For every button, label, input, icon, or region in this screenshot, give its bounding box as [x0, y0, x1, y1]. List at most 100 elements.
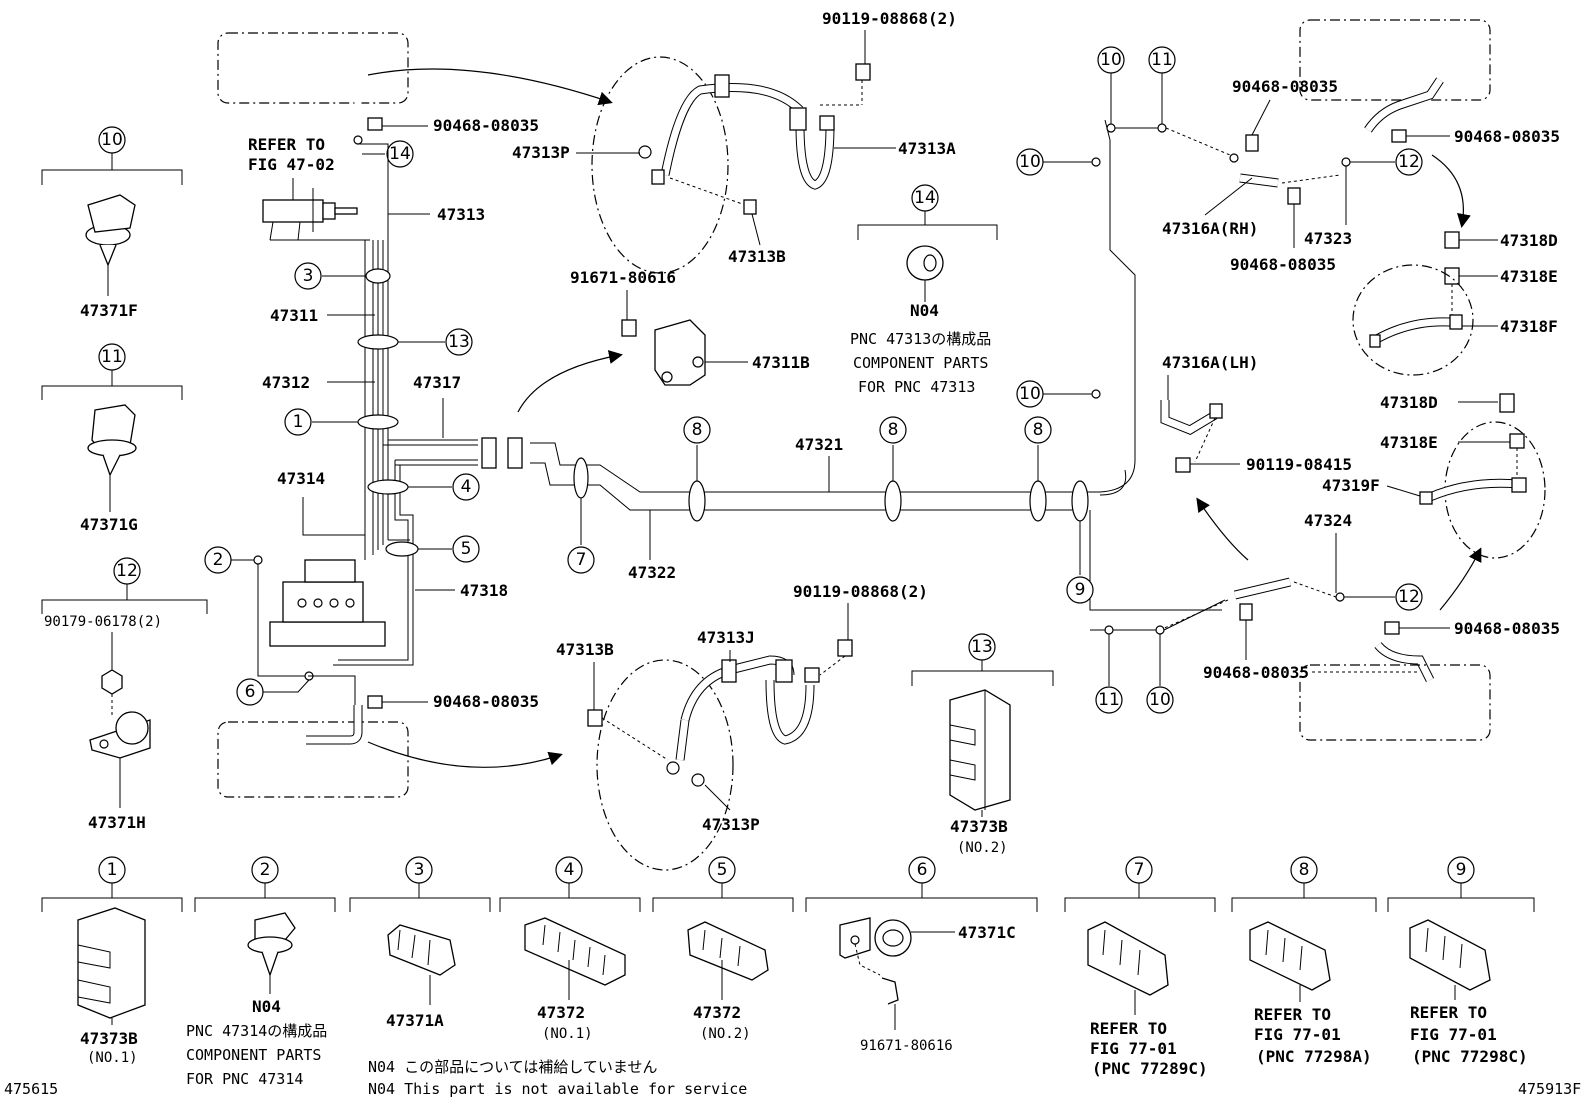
clamp-8-c [1029, 480, 1047, 522]
legend-2: 2 N04 PNC 47314の構成品 COMPONENT PARTS FOR … [186, 856, 336, 1088]
callout-10-legend: 10 [101, 130, 123, 150]
bolt-icon [621, 319, 637, 337]
clamp-5 [385, 541, 419, 557]
label-90468-08035-c: 90468-08035 [1232, 77, 1338, 96]
legend-3: 3 47371A [349, 856, 491, 1030]
hose-tl [309, 81, 359, 130]
n04-b-title: N04 [252, 997, 281, 1016]
nut-47318e-b [1509, 433, 1525, 449]
master-cylinder-icon [262, 178, 358, 241]
callout-3: 3 [303, 266, 314, 286]
label-47372-2: 47372 [693, 1003, 741, 1022]
nut-icon [101, 669, 123, 695]
callout-2: 2 [213, 550, 224, 570]
footnote-en: N04 This part is not available for servi… [368, 1080, 747, 1098]
label-47373b-bot: 47373B [80, 1029, 138, 1048]
callout-10-top: 10 [1100, 50, 1122, 70]
clip-90468-08035-c [1245, 134, 1259, 152]
label-47371c: 47371C [958, 923, 1016, 942]
refer-fig-47-02-l2: FIG 47-02 [248, 155, 335, 174]
legend-callout-7: 7 [1134, 860, 1145, 880]
ref8-l2: FIG 77-01 [1254, 1025, 1341, 1044]
callout-14-b: 14 [914, 188, 936, 208]
flex-hose-top [638, 63, 871, 215]
clamp-47373b-no2-icon [949, 689, 1011, 811]
callout-10-left: 10 [1019, 152, 1041, 172]
clamp-77298c-icon [1409, 919, 1491, 991]
ref7-l3: (PNC 77289C) [1092, 1059, 1208, 1078]
label-47373b-bot-sub: (NO.1) [87, 1050, 138, 1066]
clip-47371f-icon [85, 194, 136, 267]
ref9-l2: FIG 77-01 [1410, 1025, 1497, 1044]
label-47318: 47318 [460, 581, 508, 600]
label-47372-1: 47372 [537, 1003, 585, 1022]
label-47311: 47311 [270, 306, 318, 325]
detail-box-bottom-left [217, 721, 409, 798]
label-90468-08035-f: 90468-08035 [1454, 619, 1560, 638]
label-47372-2-sub: (NO.2) [700, 1026, 751, 1042]
flex-hose-bottom [587, 639, 853, 787]
n04-title: N04 [910, 301, 939, 320]
figure-id-left: 475615 [4, 1080, 58, 1098]
label-47317: 47317 [413, 373, 461, 392]
label-47371g: 47371G [80, 515, 138, 534]
label-90119-08868-bot: 90119-08868(2) [793, 582, 928, 601]
label-47371f: 47371F [80, 301, 138, 320]
bracket-47311b-icon [654, 319, 706, 386]
callout-7: 7 [576, 550, 587, 570]
legend-callout-4: 4 [564, 860, 575, 880]
clip-90468-08035-g [1239, 603, 1253, 621]
clamp-47372-no2-icon [687, 921, 769, 981]
legend-callout-9: 9 [1456, 860, 1467, 880]
callout-12-legend: 12 [116, 561, 138, 581]
legend-callout-1: 1 [107, 860, 118, 880]
callout-10-bot: 10 [1149, 690, 1171, 710]
label-47319f: 47319F [1322, 476, 1380, 495]
callout-13-b: 13 [971, 637, 993, 657]
bolt-91671-80616-b [881, 977, 899, 1005]
label-47318d-a: 47318D [1500, 231, 1558, 250]
callout-6: 6 [245, 682, 256, 702]
legend-callout-3: 3 [414, 860, 425, 880]
rear-brake-lines [530, 119, 1136, 611]
arrow-to-47311b [517, 350, 623, 413]
label-47373b-mid: 47373B [950, 817, 1008, 836]
clamp-9 [1071, 480, 1089, 522]
label-47322: 47322 [628, 563, 676, 582]
n04-line3: FOR PNC 47313 [858, 378, 975, 396]
ref7-l2: FIG 77-01 [1090, 1039, 1177, 1058]
label-47318d-b: 47318D [1380, 393, 1438, 412]
detail-box-bottom-right [1299, 664, 1491, 741]
arrow-lh [1196, 497, 1249, 561]
label-47324: 47324 [1304, 511, 1352, 530]
clamp-77298a-icon [1249, 921, 1331, 991]
callout-14-text: 14 [389, 144, 411, 164]
junction-47317 [481, 437, 497, 469]
legend-callout-5: 5 [717, 860, 728, 880]
label-47316a-rh: 47316A(RH) [1162, 219, 1258, 238]
refer-fig-47-02-l1: REFER TO [248, 135, 325, 154]
label-91671-80616-b: 91671-80616 [860, 1038, 953, 1054]
label-47371a: 47371A [386, 1011, 444, 1030]
legend-4: 4 47372 (NO.1) [499, 856, 641, 1042]
label-47323: 47323 [1304, 229, 1352, 248]
legend-7: 7 REFER TO FIG 77-01 (PNC 77289C) [1064, 856, 1216, 1078]
label-47313j: 47313J [697, 628, 755, 647]
callout-11-legend: 11 [101, 347, 123, 367]
label-90468-08035-g: 90468-08035 [1203, 663, 1309, 682]
detail-ellipse-top [591, 56, 729, 274]
clamp-7 [573, 457, 589, 499]
clamp-8-b [884, 480, 902, 522]
label-47371h: 47371H [88, 813, 146, 832]
arrow-br [1439, 547, 1482, 611]
clamp-47371a-icon [387, 924, 456, 976]
arrow-tr [1431, 154, 1471, 228]
label-90468-08035-a: 90468-08035 [433, 116, 539, 135]
legend-5: 5 47372 (NO.2) [652, 856, 794, 1042]
label-90119-08868-top: 90119-08868(2) [822, 9, 957, 28]
label-47318e-b: 47318E [1380, 433, 1438, 452]
label-47373b-mid-sub: (NO.2) [957, 840, 1008, 856]
callout-11-top: 11 [1151, 50, 1173, 70]
label-47313: 47313 [437, 205, 485, 224]
